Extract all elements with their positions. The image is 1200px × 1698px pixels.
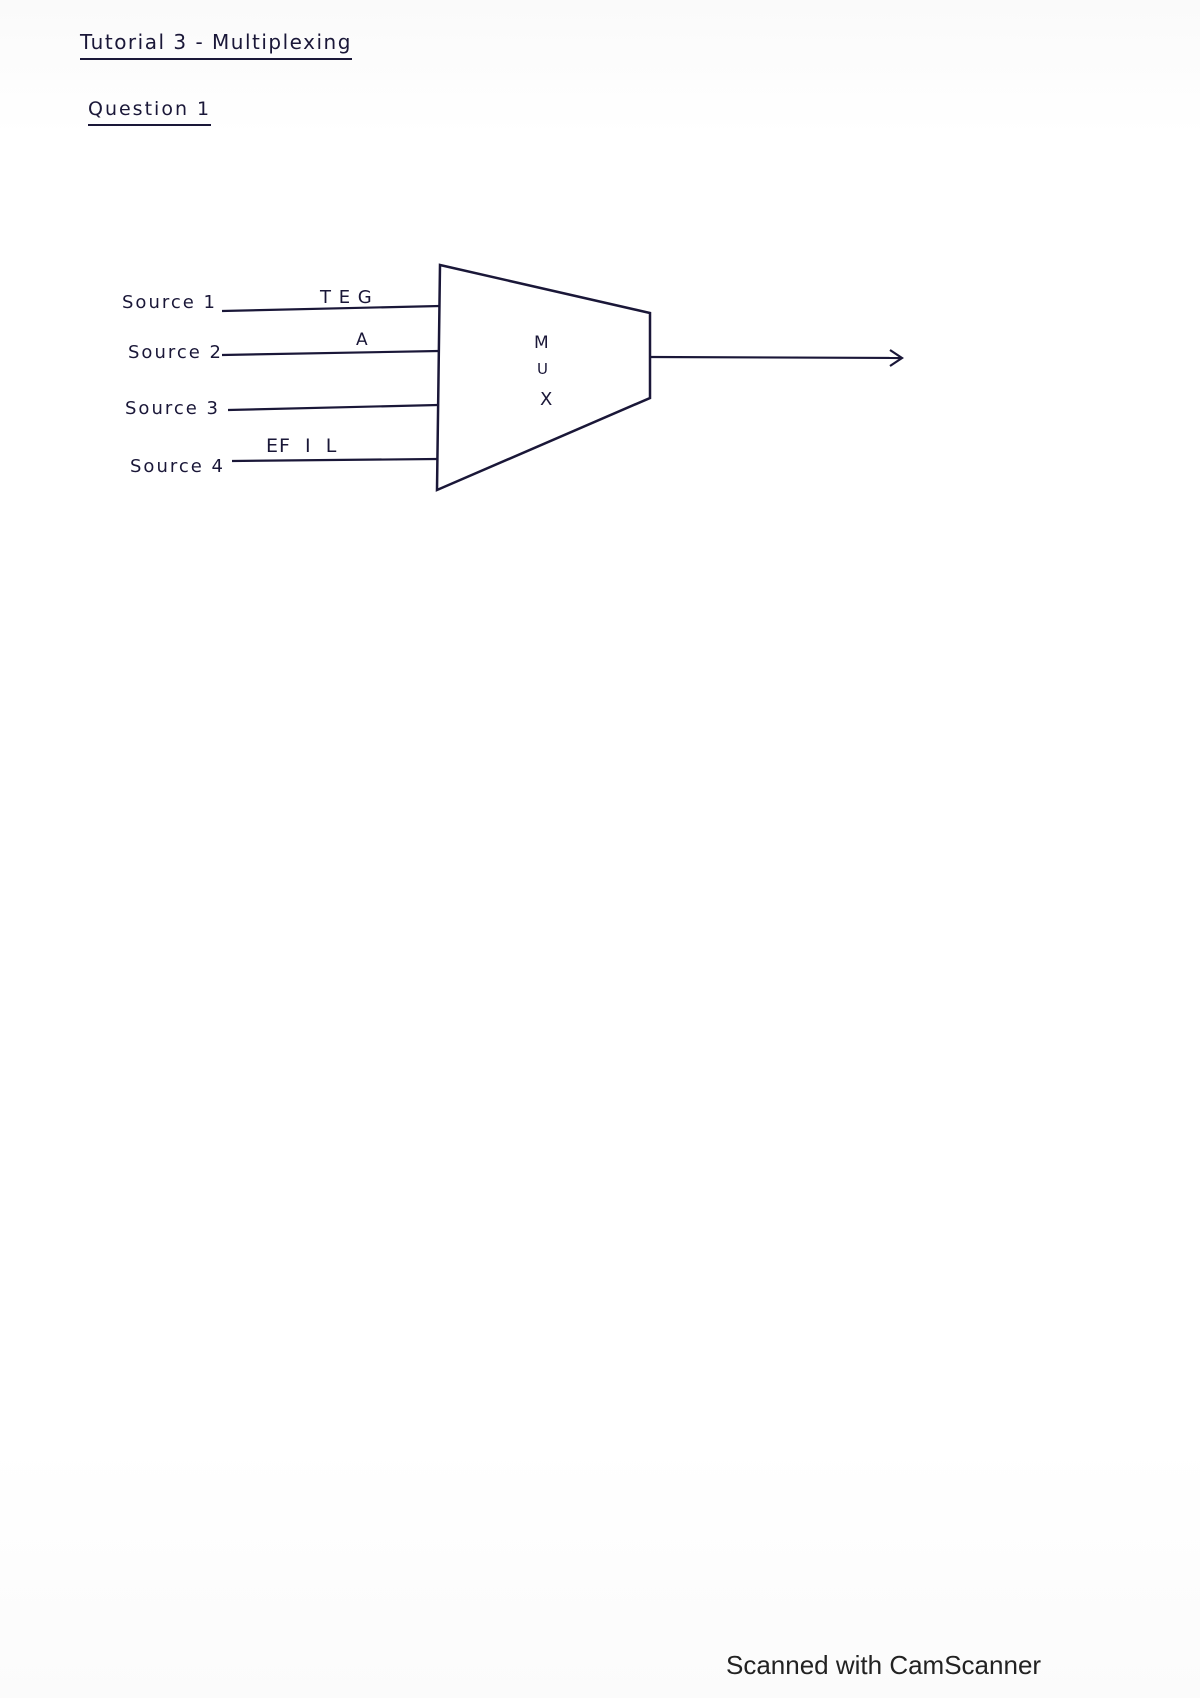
page-title: Tutorial 3 - Multiplexing xyxy=(80,30,352,60)
signal-label-4: EF I L xyxy=(266,435,337,457)
mux-letter-u: U xyxy=(537,360,548,378)
source-label-3: Source 3 xyxy=(125,398,220,419)
input-line-2 xyxy=(221,349,440,357)
mux-letter-x: X xyxy=(540,389,552,410)
source-label-2: Source 2 xyxy=(128,342,223,363)
output-arrow-head xyxy=(889,349,904,367)
scanner-watermark: Scanned with CamScanner xyxy=(726,1650,1042,1680)
signal-label-2: A xyxy=(356,330,368,350)
output-line xyxy=(649,355,901,360)
input-line-1 xyxy=(221,304,441,313)
question-heading: Question 1 xyxy=(88,98,212,126)
source-label-1: Source 1 xyxy=(122,292,217,313)
signal-label-1: T E G xyxy=(319,287,373,308)
input-line-4 xyxy=(231,457,438,463)
source-label-4: Source 4 xyxy=(130,456,225,477)
mux-block xyxy=(435,263,652,492)
mux-letter-m: M xyxy=(534,333,549,353)
input-line-3 xyxy=(227,403,439,412)
